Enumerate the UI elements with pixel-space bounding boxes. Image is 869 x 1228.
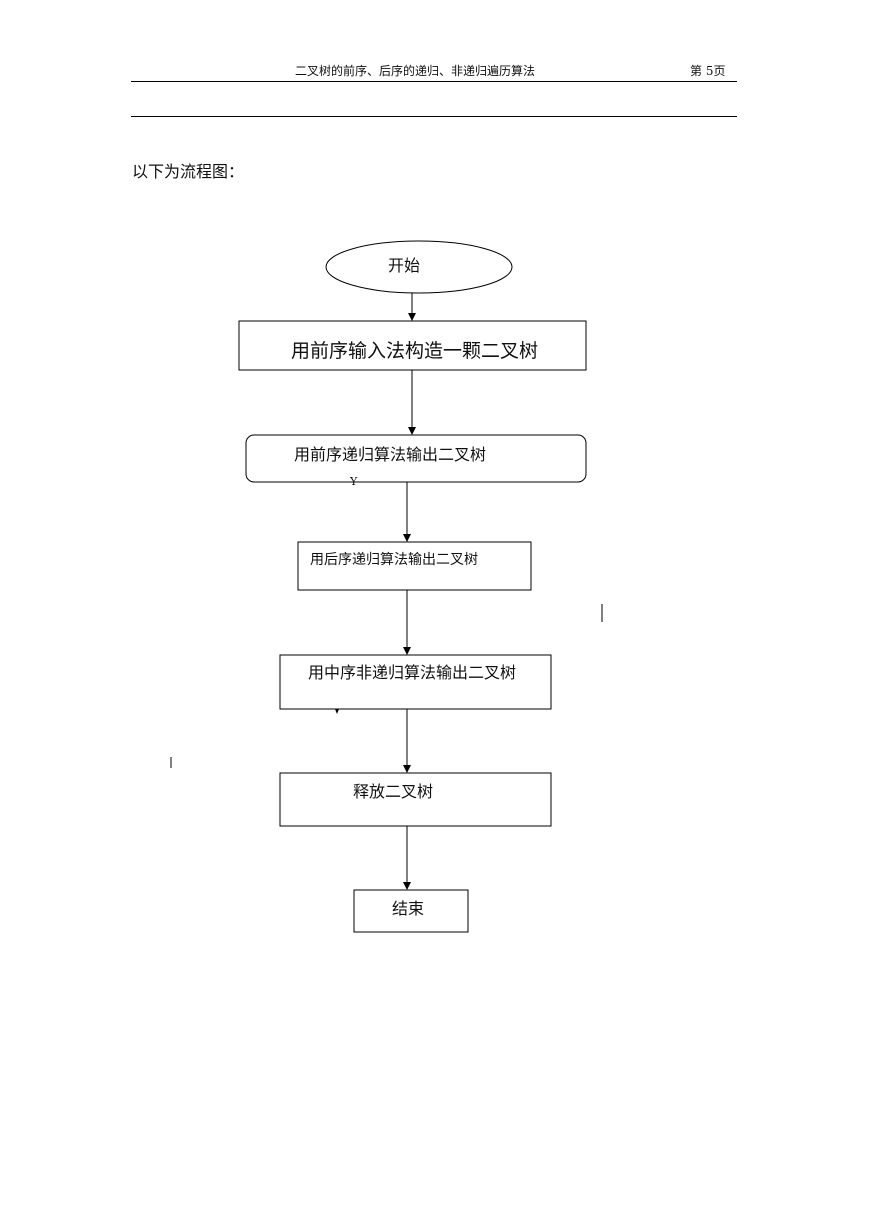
step3-label: 用后序递归算法输出二叉树 <box>310 551 478 568</box>
end-label: 结束 <box>392 899 424 918</box>
step4-box <box>279 654 552 710</box>
step1-label: 用前序输入法构造一颗二叉树 <box>291 340 538 362</box>
intro-text: 以下为流程图： <box>132 162 245 181</box>
step5-box <box>279 772 552 827</box>
step3-box <box>297 541 532 591</box>
step2-box <box>245 434 587 483</box>
stray-dot <box>335 709 339 714</box>
start-node <box>325 240 513 294</box>
header-title: 二叉树的前序、后序的递归、非递归遍历算法 <box>295 64 536 78</box>
step5-label: 释放二叉树 <box>353 782 433 801</box>
header-rule-lower <box>131 116 737 117</box>
step2-label: 用前序递归算法输出二叉树 <box>294 445 486 464</box>
header-rule <box>131 81 737 82</box>
step4-label: 用中序非递归算法输出二叉树 <box>308 663 516 682</box>
header-page-number: 第 5页 <box>690 64 726 78</box>
stray-mark: Y <box>349 475 358 488</box>
start-label: 开始 <box>388 256 420 275</box>
end-box <box>353 889 469 933</box>
